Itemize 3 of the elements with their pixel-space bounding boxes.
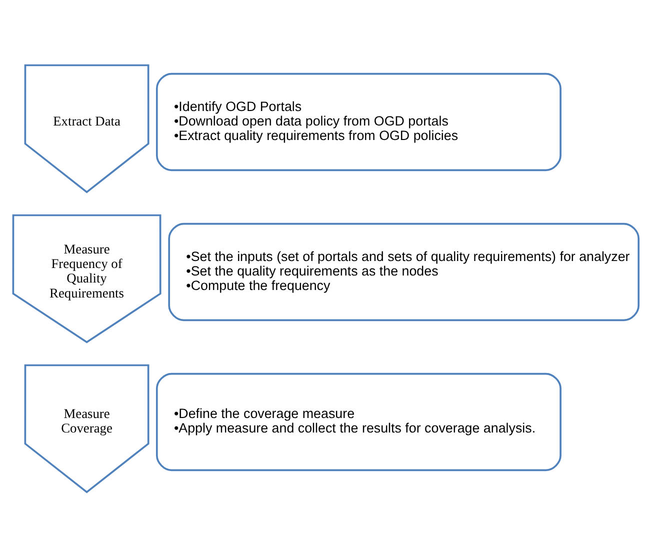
node-box: •Define the coverage measure •Apply measure and collect the results for coverage analysis.	[156, 372, 562, 472]
node-box: •Set the inputs (set of portals and sets of quality requirements) for analyzer •Set the quality requirements as the nodes •Compute the frequency	[168, 222, 640, 322]
node-box: •Identify OGD Portals •Download open data policy from OGD portals •Extract quality requirements from OGD policies	[156, 72, 562, 172]
